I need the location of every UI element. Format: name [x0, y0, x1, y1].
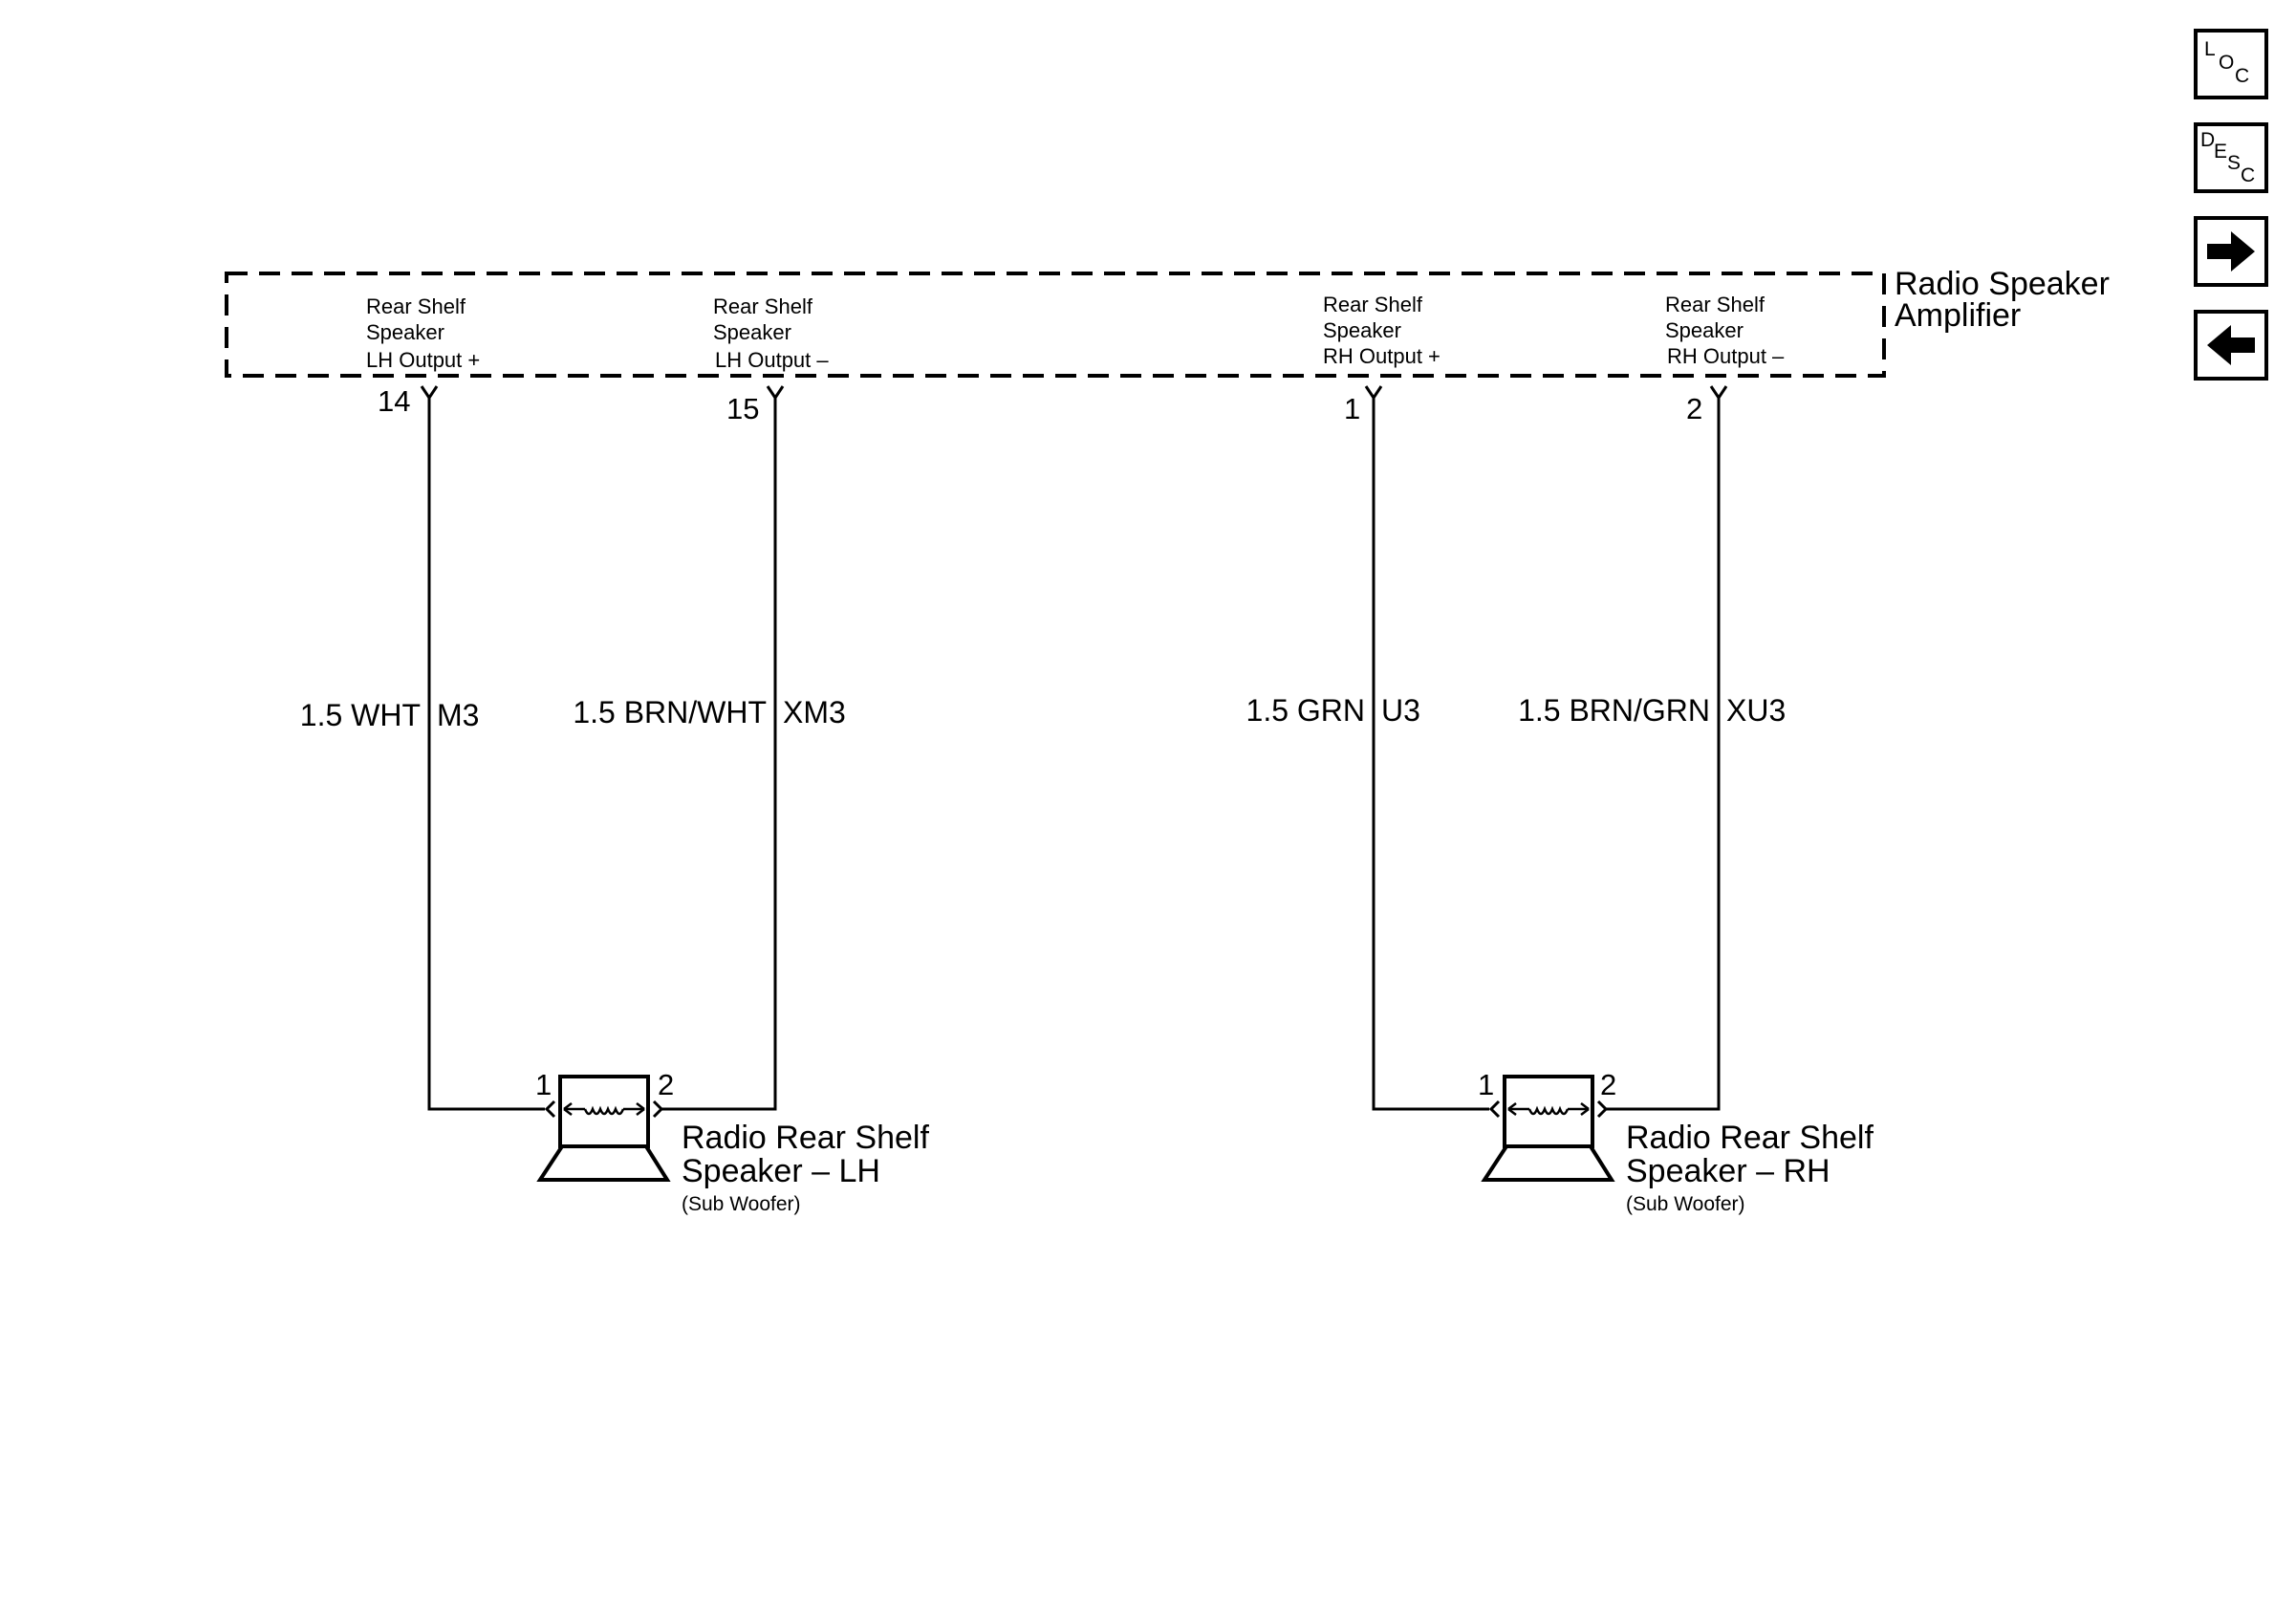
wire-m3-color: 1.5 WHT: [300, 698, 421, 732]
amp-pin-1: 1: [1344, 392, 1360, 425]
terminal-desc-lh-plus: Rear Shelf Speaker LH Output +: [366, 294, 480, 372]
amplifier-name-line2: Amplifier: [1895, 297, 2021, 334]
wire-xm3: [661, 398, 777, 1111]
wire-m3: [427, 398, 545, 1111]
speaker-rh-pin-1: 1: [1478, 1068, 1494, 1101]
svg-text:Rear Shelf: Rear Shelf: [1665, 293, 1765, 316]
wire-u3: [1372, 398, 1489, 1111]
svg-text:C: C: [2235, 65, 2249, 87]
speaker-lh-name-line1: Radio Rear Shelf: [682, 1120, 929, 1156]
amp-terminal-mark-14: [420, 385, 439, 401]
amp-pin-2: 2: [1686, 392, 1702, 425]
amp-terminal-mark-15: [766, 385, 785, 401]
amp-terminal-mark-1: [1364, 385, 1383, 401]
wire-xm3-circuit: XM3: [783, 695, 846, 729]
terminal-desc-lh-minus: Rear Shelf Speaker LH Output –: [713, 294, 829, 372]
wire-u3-circuit: U3: [1381, 693, 1420, 728]
amp-pin-15: 15: [726, 392, 759, 425]
svg-text:L: L: [2204, 38, 2216, 60]
wire-m3-circuit: M3: [437, 698, 479, 732]
svg-text:Speaker: Speaker: [1665, 318, 1744, 342]
wire-xu3-color: 1.5 BRN/GRN: [1518, 693, 1710, 728]
svg-text:LH Output +: LH Output +: [366, 348, 480, 372]
wire-xm3-color: 1.5 BRN/WHT: [573, 695, 767, 729]
terminal-desc-rh-plus: Rear Shelf Speaker RH Output +: [1323, 293, 1440, 368]
svg-text:Rear Shelf: Rear Shelf: [1323, 293, 1423, 316]
speaker-lh-pin-2: 2: [658, 1068, 674, 1101]
back-button[interactable]: [2194, 310, 2268, 381]
wire-xu3: [1606, 398, 1721, 1111]
speaker-rh-note: (Sub Woofer): [1626, 1193, 1745, 1215]
amp-pin-14: 14: [378, 384, 410, 418]
speaker-lh-name-line2: Speaker – LH: [682, 1153, 880, 1189]
svg-text:O: O: [2219, 52, 2234, 74]
svg-text:Speaker: Speaker: [366, 320, 444, 344]
speaker-lh-note: (Sub Woofer): [682, 1193, 801, 1215]
speaker-rh-name-line1: Radio Rear Shelf: [1626, 1120, 1874, 1156]
speaker-lh-icon: [536, 1075, 671, 1182]
amplifier-name-line1: Radio Speaker: [1895, 266, 2110, 302]
svg-text:RH Output –: RH Output –: [1667, 344, 1785, 368]
terminal-desc-rh-minus: Rear Shelf Speaker RH Output –: [1665, 293, 1785, 368]
svg-text:Rear Shelf: Rear Shelf: [366, 294, 466, 318]
wire-xu3-circuit: XU3: [1726, 693, 1786, 728]
speaker-rh-pin-2: 2: [1600, 1068, 1616, 1101]
loc-button[interactable]: L O C: [2194, 29, 2268, 99]
amp-terminal-mark-2: [1709, 385, 1728, 401]
svg-text:Rear Shelf: Rear Shelf: [713, 294, 813, 318]
speaker-lh-pin-1: 1: [535, 1068, 552, 1101]
svg-text:D: D: [2200, 129, 2215, 151]
svg-text:S: S: [2227, 152, 2241, 174]
svg-text:Speaker: Speaker: [713, 320, 791, 344]
svg-text:LH Output –: LH Output –: [715, 348, 829, 372]
arrow-right-icon: [2207, 231, 2255, 272]
svg-text:Speaker: Speaker: [1323, 318, 1401, 342]
wire-u3-color: 1.5 GRN: [1246, 693, 1365, 728]
svg-text:C: C: [2241, 164, 2255, 186]
arrow-left-icon: [2207, 325, 2255, 365]
amplifier-outline: [225, 272, 1886, 378]
speaker-rh-name-line2: Speaker – RH: [1626, 1153, 1830, 1189]
forward-button[interactable]: [2194, 216, 2268, 287]
svg-text:RH Output +: RH Output +: [1323, 344, 1440, 368]
speaker-rh-icon: [1481, 1075, 1615, 1182]
desc-button[interactable]: D E S C: [2194, 122, 2268, 193]
svg-text:E: E: [2214, 141, 2227, 163]
